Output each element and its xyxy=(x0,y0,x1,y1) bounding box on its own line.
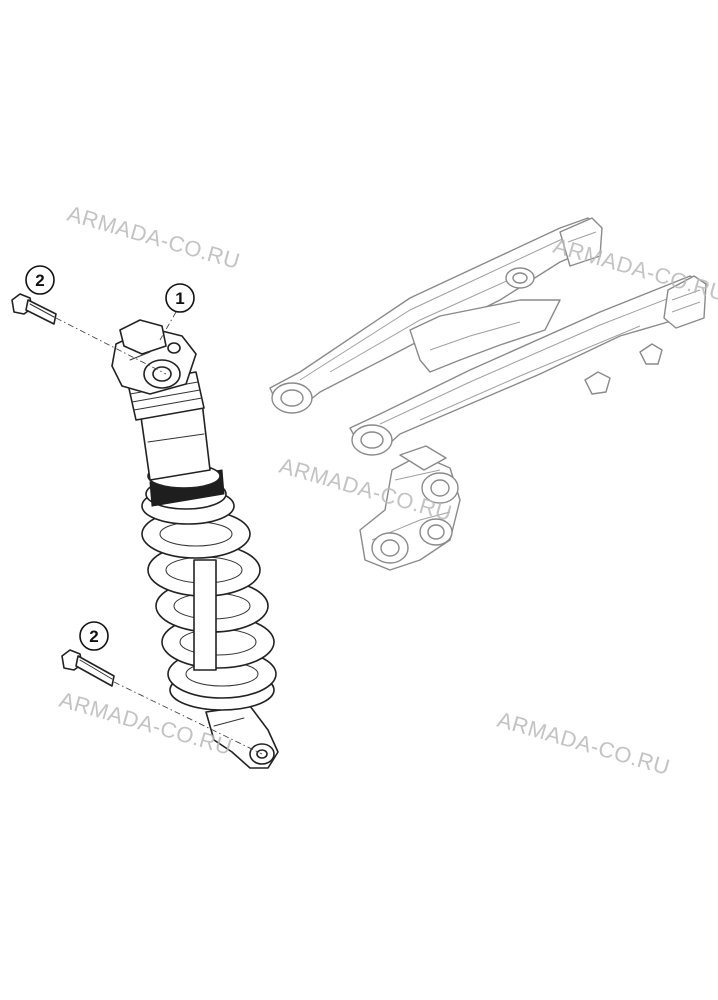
shock-bolt-lower xyxy=(61,649,115,687)
callout-2-lower: 2 xyxy=(79,621,109,651)
shock-absorber xyxy=(111,319,279,769)
watermark-5: ARMADA-CO.RU xyxy=(495,707,673,780)
watermark-2: ARMADA-CO.RU xyxy=(551,233,718,306)
callout-2-upper-label: 2 xyxy=(35,271,44,290)
callout-1: 1 xyxy=(165,283,195,313)
callout-2-upper: 2 xyxy=(25,265,55,295)
leader-line-shock xyxy=(159,311,177,341)
callout-1-label: 1 xyxy=(175,289,184,308)
leader-line-lower-bolt xyxy=(113,681,263,755)
linkage xyxy=(359,445,461,571)
shock-bolt-upper xyxy=(11,293,57,325)
callout-2-lower-label: 2 xyxy=(89,627,98,646)
watermark-1: ARMADA-CO.RU xyxy=(65,201,243,274)
swingarm xyxy=(269,217,707,456)
